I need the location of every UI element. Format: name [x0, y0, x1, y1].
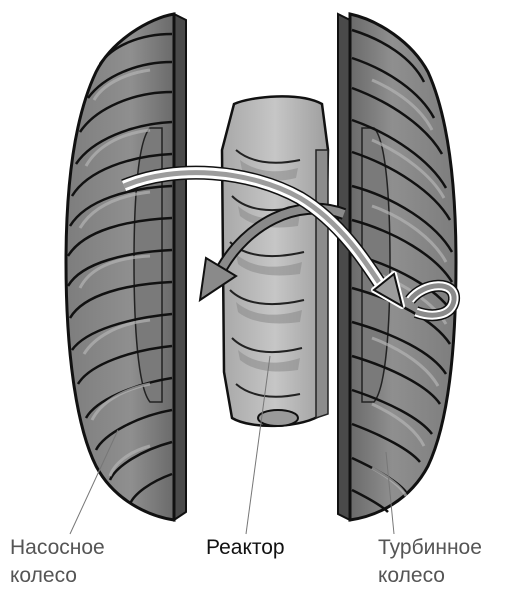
reactor-label: Реактор — [206, 534, 285, 562]
turbine-label-line2: колесо — [378, 562, 482, 590]
turbine-impeller-label: Турбинное колесо — [378, 534, 482, 590]
pump-impeller — [66, 14, 186, 520]
reactor-stator — [222, 96, 328, 426]
turbine-back-plate — [338, 14, 350, 520]
reactor-hub — [258, 410, 298, 426]
turbine-impeller — [338, 14, 456, 520]
pump-impeller-label: Насосное колесо — [10, 534, 105, 590]
pump-label-line2: колесо — [10, 562, 105, 590]
pump-back-plate — [174, 14, 186, 520]
reactor-label-text: Реактор — [206, 534, 285, 562]
turbine-label-line1: Турбинное — [378, 534, 482, 562]
pump-label-line1: Насосное — [10, 534, 105, 562]
reactor-side-band — [316, 150, 328, 418]
